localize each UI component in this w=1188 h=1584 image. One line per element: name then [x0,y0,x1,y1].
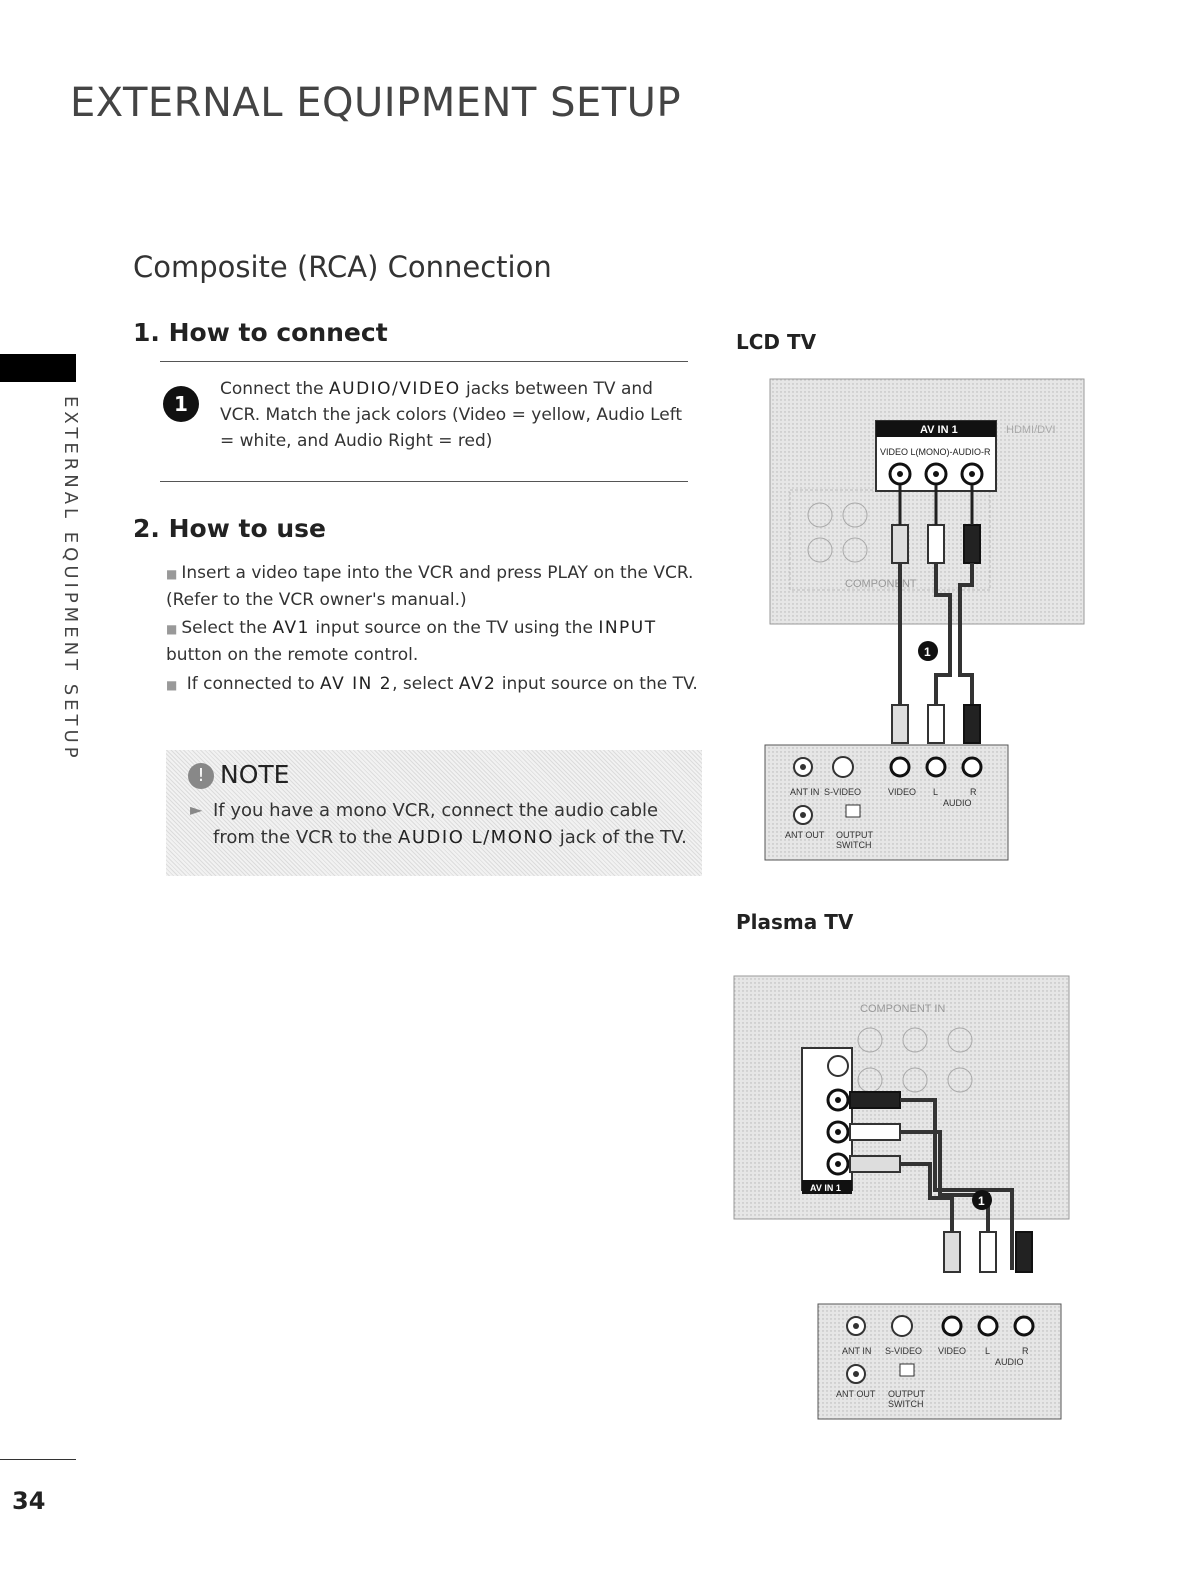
svg-text:SWITCH: SWITCH [888,1399,924,1409]
svg-text:SWITCH: SWITCH [836,840,872,850]
list-item: ■Select the AV1 input source on the TV u… [166,618,657,665]
svg-text:ANT IN: ANT IN [842,1346,871,1356]
section-title: Composite (RCA) Connection [133,250,552,284]
svg-text:R: R [970,787,977,797]
lcd-tv-panel [769,378,1085,625]
divider [160,481,688,482]
lcd-tv-label: LCD TV [736,330,817,354]
lcd-connection-diagram: COMPONENT AV IN 1 VIDEO L(MONO)-AUDIO-R … [764,378,1085,861]
side-tab-marker [0,354,76,382]
component-in-label: COMPONENT IN [860,1003,945,1015]
svg-text:L: L [985,1346,990,1356]
plasma-tv-panel [733,975,1070,1220]
note-box [166,750,702,876]
svg-text:OUTPUT: OUTPUT [836,830,874,840]
svg-text:S-VIDEO: S-VIDEO [824,787,861,797]
how-to-connect-heading: 1. How to connect [133,318,388,347]
footer-divider [0,1459,76,1460]
note-text: If you have a mono VCR, connect the audi… [213,800,687,848]
svg-text:R: R [1022,1346,1029,1356]
list-item: ■ If connected to AV IN 2, select AV2 in… [166,674,698,694]
note-heading: !NOTE [188,760,289,789]
arrow-right-icon: ► [190,800,203,819]
svg-text:OUTPUT: OUTPUT [888,1389,926,1399]
plasma-tv-label: Plasma TV [736,910,854,934]
step-1-badge: 1 [163,386,199,422]
av-in-1-label: AV IN 1 [920,424,958,436]
plasma-connection-diagram: COMPONENT IN AV IN 1 1 ANT IN S-VIDEO VI… [733,975,1070,1420]
connect-instructions: Connect the AUDIO/VIDEO jacks between TV… [220,379,683,451]
svg-text:VIDEO: VIDEO [938,1346,966,1356]
page-header-title: EXTERNAL EQUIPMENT SETUP [70,80,682,126]
component-label: COMPONENT [845,578,917,590]
svg-text:AUDIO: AUDIO [943,798,972,808]
av-jack-labels: VIDEO L(MONO)-AUDIO-R [880,447,991,457]
svg-text:L: L [933,787,938,797]
side-tab-label: EXTERNAL EQUIPMENT SETUP [60,396,81,762]
step-1-marker: 1 [924,645,931,659]
svg-text:ANT IN: ANT IN [790,787,819,797]
svg-text:VIDEO: VIDEO [888,787,916,797]
svg-text:S-VIDEO: S-VIDEO [885,1346,922,1356]
av-in-1-label: AV IN 1 [810,1183,841,1193]
svg-text:ANT OUT: ANT OUT [785,830,825,840]
hdmi-label: HDMI/DVI [1006,424,1056,436]
step-1-marker: 1 [978,1194,985,1208]
info-icon: ! [188,763,214,789]
list-item: ■Insert a video tape into the VCR and pr… [166,563,694,610]
svg-text:AUDIO: AUDIO [995,1357,1024,1367]
svg-text:ANT OUT: ANT OUT [836,1389,876,1399]
page-number: 34 [12,1487,46,1515]
how-to-use-heading: 2. How to use [133,514,326,543]
divider [160,361,688,362]
